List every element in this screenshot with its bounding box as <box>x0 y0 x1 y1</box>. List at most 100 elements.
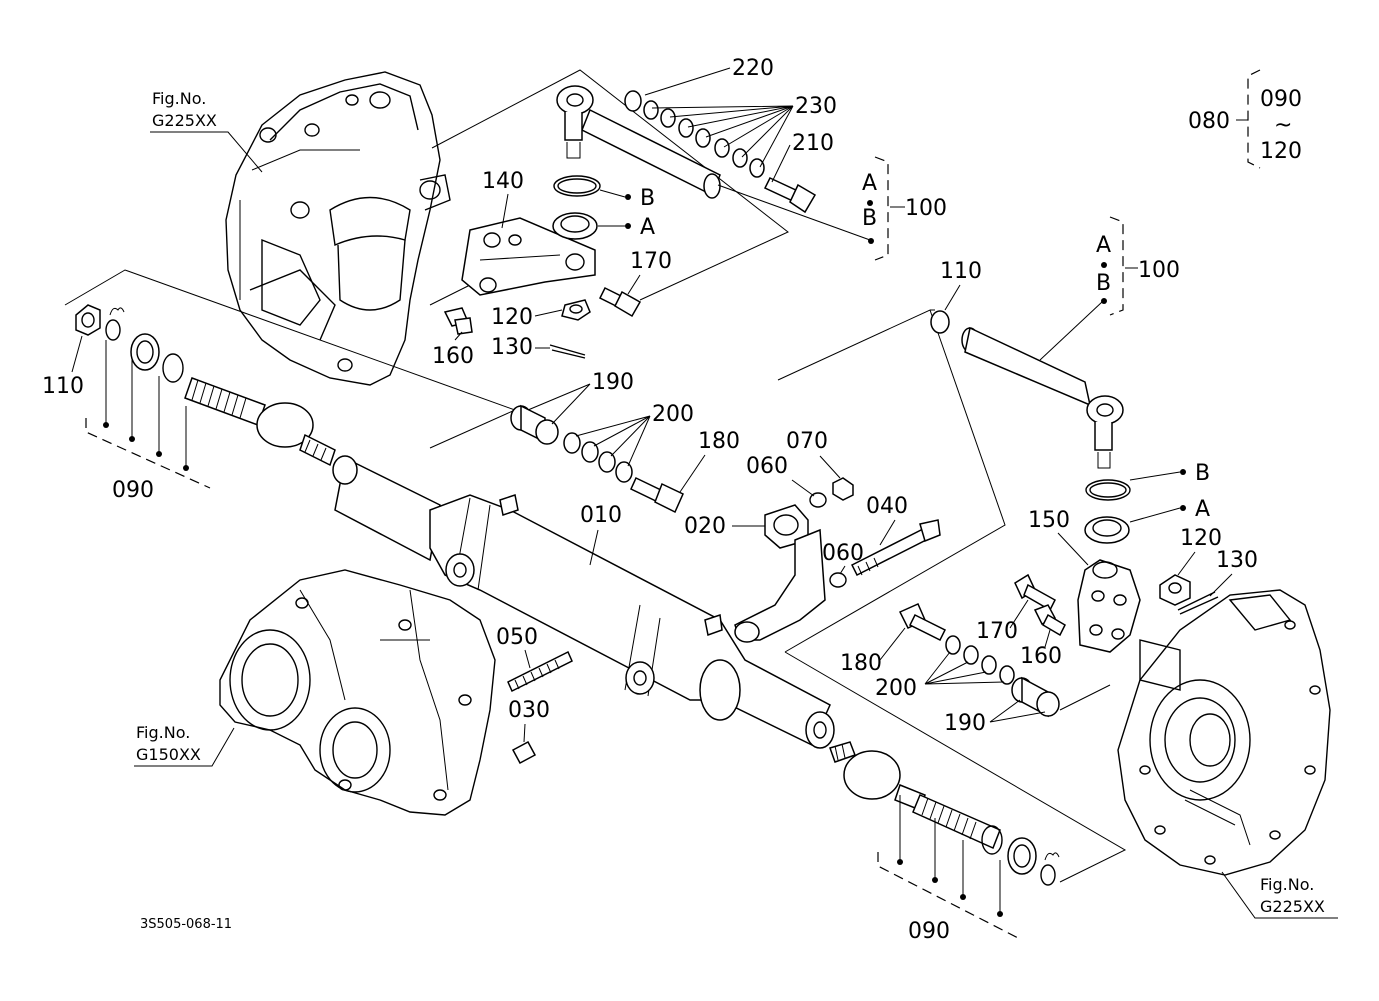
assembly-plane-left <box>64 269 517 449</box>
dots-090-left <box>85 340 211 489</box>
bolt-180-lower <box>898 603 947 642</box>
fig-ref-code: G225XX <box>1260 897 1325 916</box>
part-label-220: 220 <box>732 56 774 81</box>
bellows-left <box>130 333 160 371</box>
part-label-200: 200 <box>652 402 694 427</box>
part-label-190: 190 <box>592 370 634 395</box>
part-label-020: 020 <box>684 514 726 539</box>
o-ring-b-right <box>1085 479 1131 501</box>
nut-110-left <box>75 304 101 336</box>
knuckle-housing-right <box>1117 589 1331 876</box>
steering-arm-150 <box>1077 559 1141 653</box>
ref-a: A <box>640 215 655 240</box>
bushings-190-lower <box>1011 676 1060 718</box>
part-label-170: 170 <box>976 619 1018 644</box>
knuckle-housing-left <box>225 71 451 386</box>
part-label-070: 070 <box>786 429 828 454</box>
washers-200-upper <box>563 432 633 483</box>
guide-line <box>429 284 471 306</box>
part-label-090: 090 <box>112 478 154 503</box>
bolt-160-upper <box>443 307 473 335</box>
fig-ref-top-left: Fig.No. G225XX <box>150 89 263 173</box>
part-label-130: 130 <box>491 335 533 360</box>
part-label-060: 060 <box>746 454 788 479</box>
dots-090-right <box>877 795 1023 941</box>
ref-group-ab-100-upper: A B 100 <box>862 156 947 261</box>
guide-line <box>1059 684 1111 711</box>
ref-a: A <box>862 171 877 196</box>
fig-ref-bottom-right: Fig.No. G225XX <box>1221 871 1338 919</box>
ref-group-ab-100-right: A B 100 <box>1096 216 1180 316</box>
o-ring-b-upper <box>553 175 601 197</box>
steering-arm-140 <box>461 217 596 296</box>
tie-rod-upper <box>556 85 721 199</box>
part-label-160: 160 <box>1020 644 1062 669</box>
fig-ref-code: G225XX <box>152 111 217 130</box>
part-label-180: 180 <box>840 651 882 676</box>
nut-110-right <box>930 310 950 334</box>
seal-a-upper <box>552 212 598 240</box>
assembly-plane-lower <box>784 651 1127 883</box>
part-label-090: 090 <box>908 919 950 944</box>
part-label-110: 110 <box>42 374 84 399</box>
legend-first: 090 <box>1260 87 1302 112</box>
bolt-180-upper <box>630 476 684 514</box>
bellows-right <box>1007 837 1037 875</box>
part-label-150: 150 <box>1028 508 1070 533</box>
nut-070 <box>832 477 854 501</box>
bolt-040 <box>850 519 941 577</box>
tie-rod-right <box>961 326 1124 469</box>
legend-tilde: ~ <box>1274 113 1292 138</box>
bolt-210 <box>763 177 817 214</box>
ref-b: B <box>1195 461 1210 486</box>
ref-number-100: 100 <box>1138 258 1180 283</box>
stud-050 <box>507 650 573 693</box>
part-label-120: 120 <box>1180 526 1222 551</box>
bracket-020 <box>734 504 826 643</box>
ref-b: B <box>862 206 877 231</box>
washer-060-upper <box>809 492 827 508</box>
part-label-120: 120 <box>491 305 533 330</box>
bolt-170-right <box>1014 573 1056 612</box>
washer-060-lower <box>829 572 847 588</box>
inner-tie-rod-left <box>184 377 336 467</box>
ref-number-100: 100 <box>905 196 947 221</box>
steering-cylinder-010 <box>332 455 835 749</box>
part-label-010: 010 <box>580 503 622 528</box>
assembly-plane-center <box>777 309 1006 653</box>
part-label-230: 230 <box>795 94 837 119</box>
part-label-190: 190 <box>944 711 986 736</box>
part-label-040: 040 <box>866 494 908 519</box>
cotter-left <box>105 307 125 341</box>
cotter-right <box>1040 852 1060 886</box>
bushings-190-upper <box>510 404 559 445</box>
part-label-110: 110 <box>940 259 982 284</box>
pin-030 <box>511 740 537 765</box>
part-label-050: 050 <box>496 625 538 650</box>
assembly-plane-upper <box>431 69 789 301</box>
legend-parent: 080 <box>1188 109 1230 134</box>
part-label-030: 030 <box>508 698 550 723</box>
fig-ref-code: G150XX <box>136 745 201 764</box>
leader-line <box>1039 301 1103 361</box>
cotter-pin-130-right <box>1177 591 1219 615</box>
bolt-160-right <box>1033 604 1066 637</box>
part-label-130: 130 <box>1216 548 1258 573</box>
washer-stack-230 <box>624 90 765 178</box>
clip-left <box>162 353 184 383</box>
part-label-180: 180 <box>698 429 740 454</box>
cotter-pin-130-upper <box>549 344 586 359</box>
leader-line <box>717 184 871 241</box>
seal-a-right <box>1084 516 1130 544</box>
axle-housing-center <box>219 569 496 816</box>
part-label-200: 200 <box>875 676 917 701</box>
ref-b: B <box>1096 271 1111 296</box>
nut-120-upper <box>561 299 591 321</box>
part-label-060: 060 <box>822 541 864 566</box>
assembly-legend-080: 080 090 ~ 120 <box>1188 69 1302 169</box>
ref-a: A <box>1096 233 1111 258</box>
nut-120-right <box>1159 574 1191 606</box>
fig-ref-label: Fig.No. <box>136 723 190 742</box>
